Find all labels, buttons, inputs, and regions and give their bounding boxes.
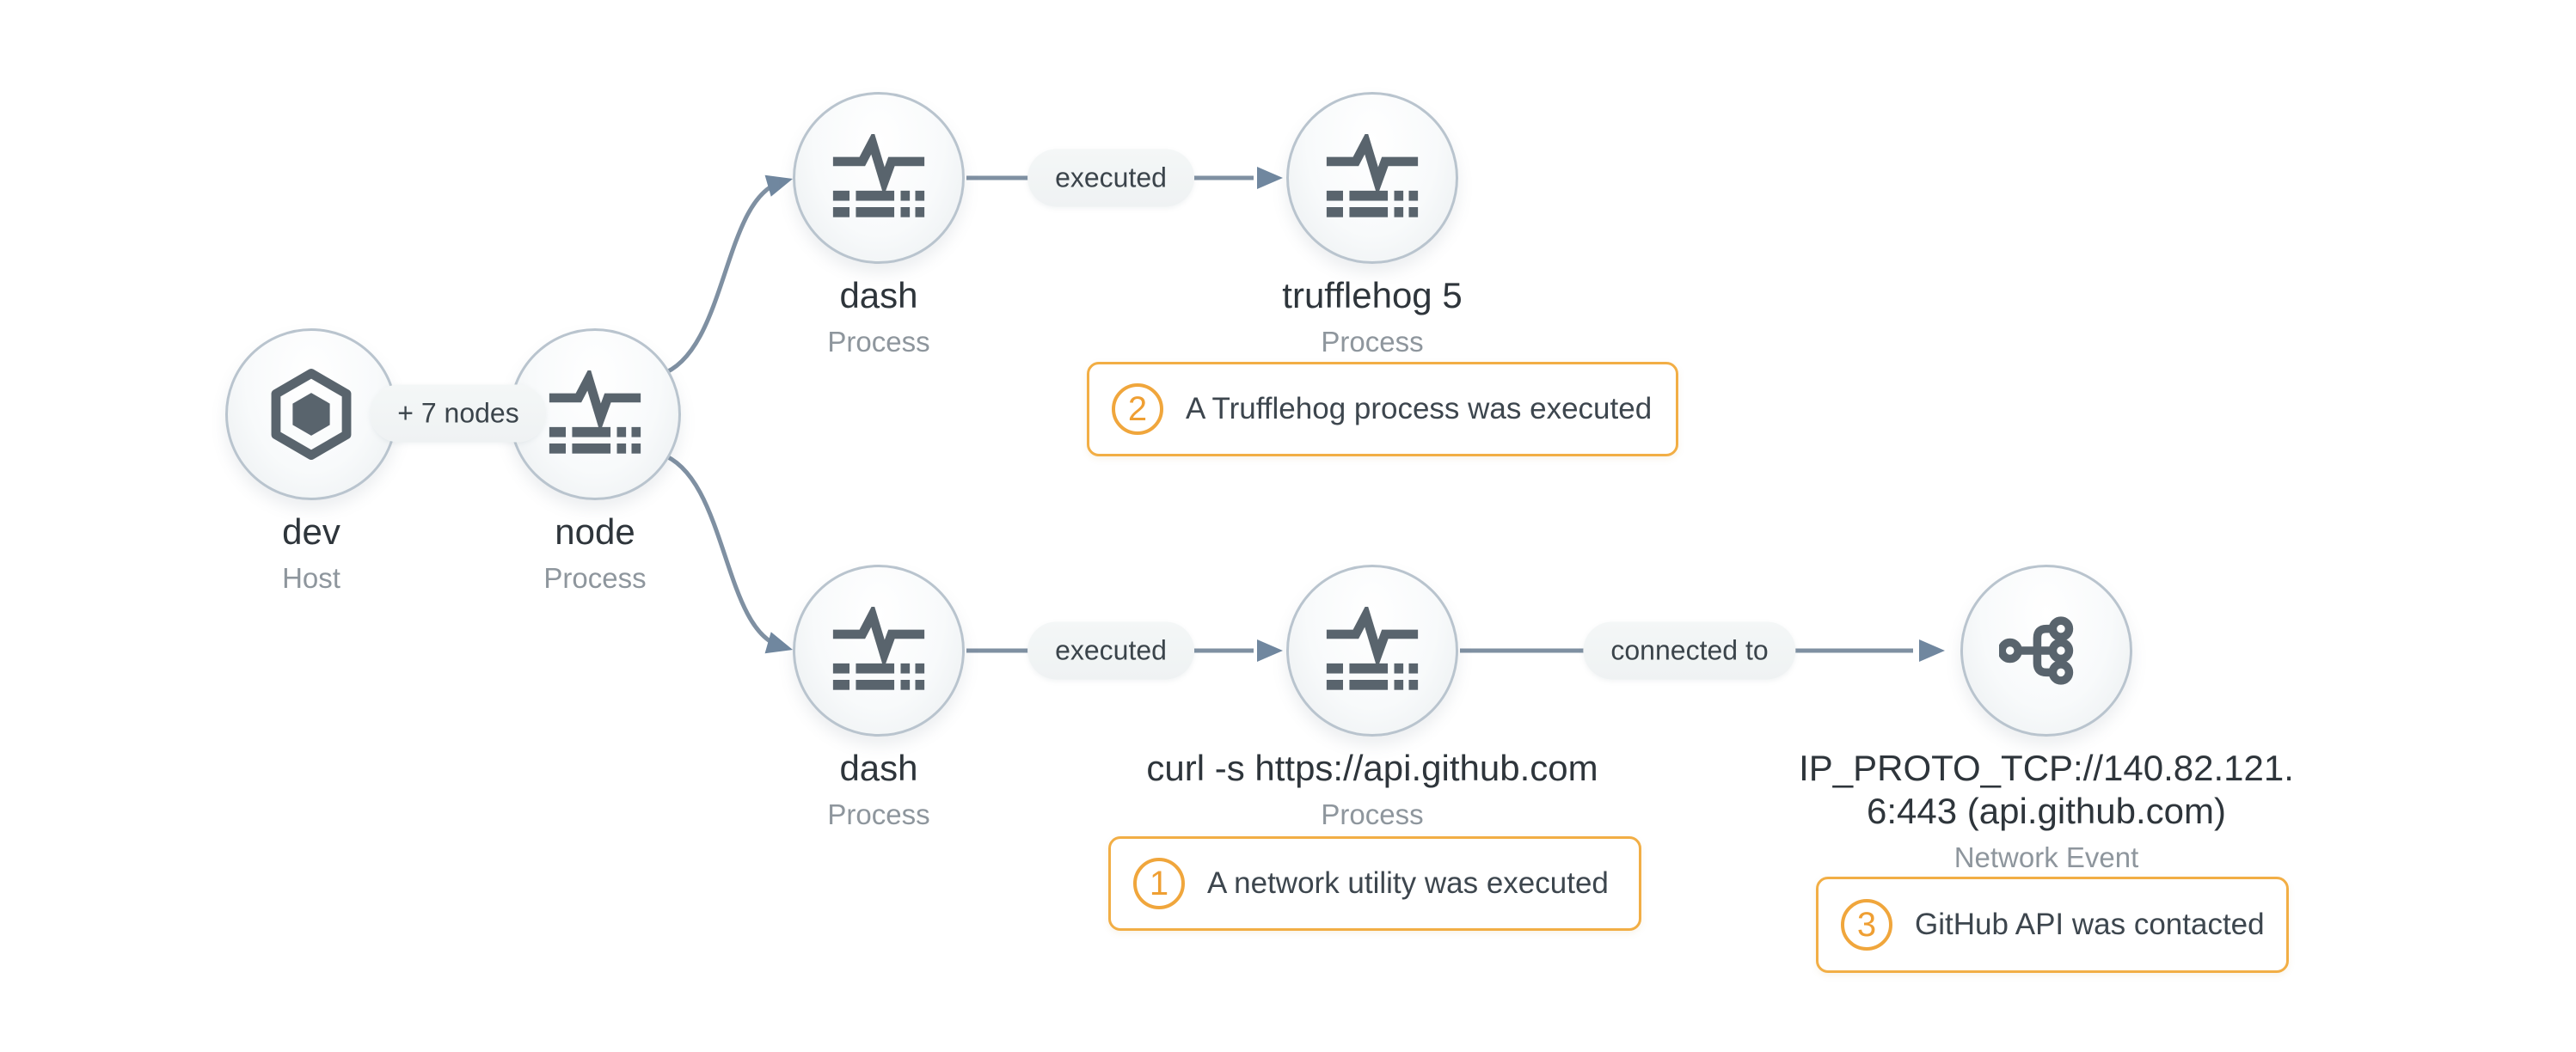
edge-pill-executed-top[interactable]: executed: [1027, 149, 1194, 207]
process-activity-icon: [549, 370, 641, 454]
graph-node-node[interactable]: node Process: [294, 328, 896, 595]
node-label: trufflehog 5: [1282, 275, 1463, 315]
annotation-3-text: GitHub API was contacted: [1915, 908, 2265, 941]
arrowhead-icon: [1257, 167, 1283, 189]
arrowhead-icon: [1919, 639, 1945, 662]
process-activity-icon: [1326, 607, 1419, 690]
annotation-1: 1 A network utility was executed: [1108, 836, 1641, 931]
node-label: dash: [839, 748, 918, 788]
node-type-label: Process: [827, 326, 930, 358]
graph-node-network-event[interactable]: IP_PROTO_TCP://140.82.121. 6:443 (api.gi…: [1745, 565, 2347, 874]
node-type-label: Process: [827, 798, 930, 830]
node-label-line1: IP_PROTO_TCP://140.82.121.: [1799, 748, 2294, 788]
annotation-2: 2 A Trufflehog process was executed: [1087, 362, 1678, 456]
node-circle-dash-bottom[interactable]: [793, 565, 965, 737]
node-circle-network-event[interactable]: [1960, 565, 2132, 737]
edge-pill-plus-7-nodes[interactable]: + 7 nodes: [370, 384, 547, 443]
node-type-label: Host: [282, 562, 340, 594]
process-activity-icon: [832, 134, 925, 217]
process-activity-icon: [1326, 134, 1419, 217]
graph-node-dash-top[interactable]: dash Process: [578, 92, 1180, 358]
graph-node-dash-bottom[interactable]: dash Process: [578, 565, 1180, 831]
graph-node-dev[interactable]: dev Host: [10, 328, 612, 595]
node-circle-curl[interactable]: [1286, 565, 1458, 737]
node-label: node: [555, 511, 635, 552]
node-label: dash: [839, 275, 918, 315]
node-type-label: Process: [1321, 798, 1424, 830]
edge-pill-connected-to[interactable]: connected to: [1583, 621, 1796, 680]
edge-node-to-dash-top: [659, 180, 782, 377]
node-label: curl -s https://api.github.com: [1146, 748, 1598, 788]
annotation-3-number-badge: 3: [1841, 899, 1892, 951]
node-type-label: Process: [543, 562, 647, 594]
arrowhead-icon: [764, 632, 793, 654]
edge-node-to-dash-bottom: [659, 451, 782, 649]
node-type-label: Process: [1321, 326, 1424, 358]
annotation-3: 3 GitHub API was contacted: [1816, 877, 2289, 973]
annotation-1-number-badge: 1: [1133, 858, 1185, 909]
annotation-2-number-badge: 2: [1112, 383, 1163, 435]
arrowhead-icon: [1257, 639, 1283, 662]
node-circle-trufflehog[interactable]: [1286, 92, 1458, 264]
edge-pill-executed-bottom[interactable]: executed: [1027, 621, 1194, 680]
annotation-1-text: A network utility was executed: [1207, 866, 1609, 900]
node-label: dev: [282, 511, 340, 552]
graph-node-trufflehog[interactable]: trufflehog 5 Process: [1071, 92, 1673, 358]
host-hexagon-icon: [271, 369, 352, 460]
node-circle-dash-top[interactable]: [793, 92, 965, 264]
arrowhead-icon: [764, 174, 793, 197]
node-type-label: Network Event: [1953, 841, 2139, 873]
process-activity-icon: [832, 607, 925, 690]
graph-node-curl[interactable]: curl -s https://api.github.com Process: [1071, 565, 1673, 831]
annotation-2-text: A Trufflehog process was executed: [1186, 392, 1653, 425]
node-label-line2: 6:443 (api.github.com): [1867, 791, 2226, 831]
network-fanout-icon: [1999, 616, 2074, 685]
